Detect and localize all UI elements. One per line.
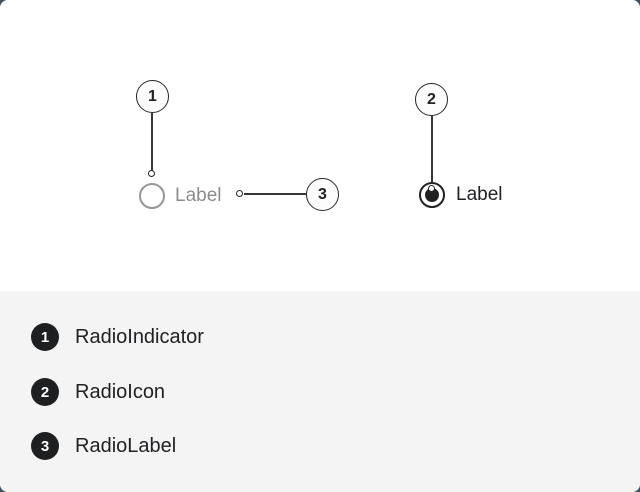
anatomy-legend-panel: 1 RadioIndicator 2 RadioIcon 3 RadioLabe… [0, 291, 640, 492]
anatomy-preview-panel: 1 Label 3 2 Label [136, 80, 503, 211]
legend-item-radio-indicator: 1 RadioIndicator [31, 323, 204, 351]
legend-badge-1: 1 [31, 323, 59, 351]
legend-badge-2: 2 [31, 378, 59, 406]
callout-2-number: 2 [427, 90, 436, 108]
callout-1-number: 1 [148, 87, 157, 105]
callout-1-bubble: 1 [136, 80, 169, 113]
callout-1-leader-dot [148, 170, 155, 177]
radio-selected-label: Label [456, 184, 503, 205]
callout-3-leader-line [244, 193, 306, 195]
radio-selected-inner-dot [425, 188, 439, 202]
callout-3-leader-dot [236, 190, 243, 197]
legend-badge-3: 3 [31, 432, 59, 460]
legend-item-radio-label: 3 RadioLabel [31, 432, 176, 460]
callout-2-bubble: 2 [415, 83, 448, 116]
callout-2-leader-dot [428, 185, 435, 192]
radio-unselected-indicator-icon [139, 183, 165, 209]
callout-3-number: 3 [318, 185, 327, 203]
radio-unselected-label: Label [175, 185, 222, 206]
callout-3-bubble: 3 [306, 178, 339, 211]
callout-2-leader-line [431, 116, 433, 186]
legend-label-radio-icon: RadioIcon [75, 381, 166, 403]
legend-label-radio-label: RadioLabel [75, 435, 177, 457]
legend-label-radio-indicator: RadioIndicator [75, 326, 204, 348]
legend-item-radio-icon: 2 RadioIcon [31, 378, 165, 406]
callout-1-leader-line [151, 113, 153, 171]
